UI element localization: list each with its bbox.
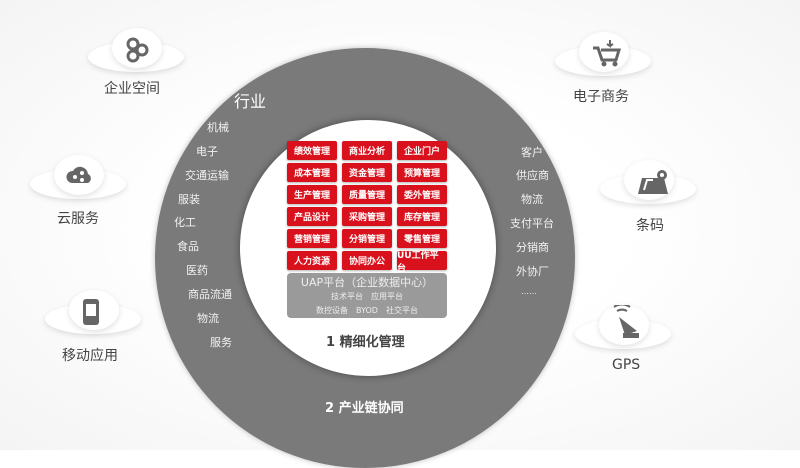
outer-label: 2 产业链协同 — [325, 401, 404, 416]
industry-item: 食品 — [177, 240, 199, 253]
partner-item: 客户 — [521, 146, 543, 159]
industry-item: 机械 — [207, 121, 229, 134]
module-box: 采购管理 — [342, 207, 392, 226]
industry-item: 化工 — [174, 216, 196, 229]
industry-item: 电子 — [196, 145, 218, 158]
module-box: 协同办公 — [342, 251, 392, 270]
partner-item: 支付平台 — [510, 217, 554, 230]
cloud-cloud-service — [30, 155, 126, 199]
module-box: UU工作平台 — [397, 251, 447, 274]
label-cloud-service: 云服务 — [57, 211, 99, 227]
cloud-gps — [575, 305, 671, 349]
module-box: 企业门户 — [397, 141, 447, 160]
uap-platform: UAP平台（企业数据中心） 技术平台 应用平台 数控设备 BYOD 社交平台 — [287, 273, 447, 318]
module-box: 质量管理 — [342, 185, 392, 204]
map-pin-icon — [638, 170, 668, 194]
module-box: 生产管理 — [287, 185, 337, 204]
cloud-ecommerce — [555, 32, 651, 76]
module-box: 资金管理 — [342, 163, 392, 182]
cloud-share-icon — [66, 166, 91, 183]
mobile-phone-icon — [83, 299, 99, 325]
partner-item: 外协厂 — [516, 265, 549, 278]
module-box: 产品设计 — [287, 207, 337, 226]
module-box: 零售管理 — [397, 229, 447, 248]
partner-item: 供应商 — [516, 169, 549, 182]
cloud-enterprise-space — [88, 28, 184, 72]
partner-item: …… — [521, 287, 537, 296]
industry-item: 商品流通 — [188, 288, 232, 301]
industry-item: 服务 — [210, 336, 232, 349]
industry-item: 交通运输 — [185, 169, 229, 182]
refined-management-circle — [240, 120, 496, 376]
label-barcode: 条码 — [636, 218, 664, 234]
cloud-barcode — [600, 160, 696, 204]
module-box: 人力资源 — [287, 251, 337, 270]
industry-item: 物流 — [197, 312, 219, 325]
module-box: 分销管理 — [342, 229, 392, 248]
uap-title: UAP平台（企业数据中心） — [300, 276, 434, 289]
label-ecommerce: 电子商务 — [573, 89, 629, 105]
partner-item: 物流 — [521, 193, 543, 206]
satellite-dish-icon — [613, 305, 639, 338]
module-box: 商业分析 — [342, 141, 392, 160]
uap-line1: 技术平台 应用平台 — [331, 292, 403, 301]
module-box: 库存管理 — [397, 207, 447, 226]
inner-label: 1 精细化管理 — [326, 335, 405, 350]
industry-item: 医药 — [186, 264, 208, 277]
module-box: 预算管理 — [397, 163, 447, 182]
shopping-cart-icon — [593, 40, 622, 67]
module-box: 绩效管理 — [287, 141, 337, 160]
module-box: 成本管理 — [287, 163, 337, 182]
link-rings-icon — [126, 37, 149, 63]
partner-item: 分销商 — [516, 241, 549, 254]
industry-title: 行业 — [234, 92, 267, 111]
industry-item: 服装 — [178, 193, 200, 206]
module-box: 委外管理 — [397, 185, 447, 204]
module-box: 营销管理 — [287, 229, 337, 248]
label-mobile-app: 移动应用 — [62, 348, 118, 364]
cloud-mobile-app — [45, 290, 141, 334]
uap-line2: 数控设备 BYOD 社交平台 — [316, 306, 418, 315]
label-gps: GPS — [612, 357, 641, 373]
label-enterprise-space: 企业空间 — [104, 81, 160, 97]
